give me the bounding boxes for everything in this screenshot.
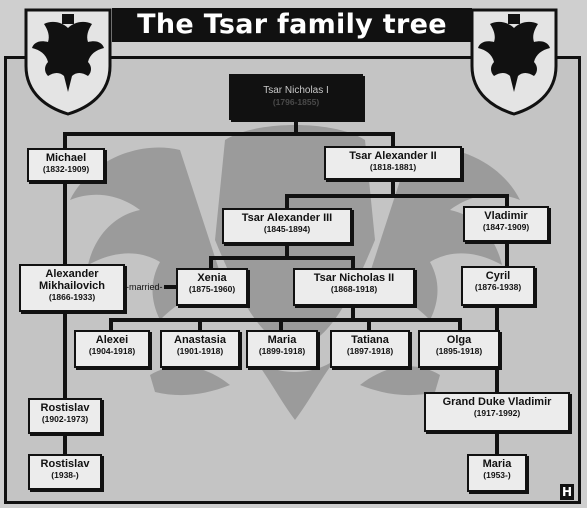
person-node-alexander-3: Tsar Alexander III (1845-1894): [222, 208, 352, 244]
person-name: Tsar Nicholas II: [313, 272, 395, 284]
person-name: Xenia: [197, 272, 227, 284]
person-dates: (1866-1933): [48, 292, 96, 302]
person-node-tatiana: Tatiana (1897-1918): [330, 330, 410, 368]
person-node-grand-duke-vladimir: Grand Duke Vladimir (1917-1992): [424, 392, 570, 432]
person-dates: (1876-1938): [474, 282, 522, 292]
person-node-vladimir: Vladimir (1847-1909): [463, 206, 549, 242]
person-name: Tatiana: [351, 334, 389, 346]
person-dates: (1875-1960): [188, 284, 236, 294]
person-node-olga: Olga (1895-1918): [418, 330, 500, 368]
person-dates: (1938-): [51, 470, 79, 480]
person-node-maria-2: Maria (1953-): [467, 454, 527, 492]
double-headed-eagle-crest-icon: [24, 8, 112, 116]
person-dates: (1902-1973): [41, 414, 89, 424]
double-headed-eagle-crest-icon: [470, 8, 558, 116]
person-name: Alexander Mikhailovich: [38, 268, 106, 292]
person-dates: (1818-1881): [369, 162, 417, 172]
person-name: Rostislav: [40, 458, 90, 470]
person-name: Vladimir: [484, 210, 528, 222]
person-node-alexander-2: Tsar Alexander II (1818-1881): [324, 146, 462, 180]
person-dates: (1868-1918): [330, 284, 378, 294]
person-dates: (1917-1992): [473, 408, 521, 418]
person-name: Maria: [482, 458, 512, 470]
person-dates: (1901-1918): [176, 346, 224, 356]
person-node-nicholas-1: Tsar Nicholas I (1796-1855): [229, 74, 363, 120]
person-dates: (1895-1918): [435, 346, 483, 356]
publisher-logo-icon: H: [560, 484, 574, 500]
person-dates: (1832-1909): [42, 164, 90, 174]
person-name: Michael: [45, 152, 87, 164]
person-name: Maria: [267, 334, 297, 346]
person-node-rostislav-1: Rostislav (1902-1973): [28, 398, 102, 434]
person-name: Olga: [446, 334, 472, 346]
person-name: Tsar Nicholas I: [263, 85, 329, 96]
person-dates: (1953-): [483, 470, 511, 480]
person-name: Anastasia: [174, 334, 226, 346]
page-title: The Tsar family tree: [137, 9, 447, 40]
person-node-xenia: Xenia (1875-1960): [176, 268, 248, 306]
person-name: Grand Duke Vladimir: [442, 396, 552, 408]
person-name: Tsar Alexander III: [241, 212, 333, 224]
person-dates: (1796-1855): [272, 97, 320, 107]
person-dates: (1897-1918): [346, 346, 394, 356]
marriage-label: -married-: [126, 282, 163, 292]
person-node-maria: Maria (1899-1918): [246, 330, 318, 368]
person-dates: (1847-1909): [482, 222, 530, 232]
person-name: Tsar Alexander II: [349, 150, 437, 162]
person-name: Cyril: [485, 270, 511, 282]
title-bar: [112, 8, 472, 42]
person-node-alexei: Alexei (1904-1918): [74, 330, 150, 368]
person-node-rostislav-2: Rostislav (1938-): [28, 454, 102, 490]
person-node-cyril: Cyril (1876-1938): [461, 266, 535, 306]
person-node-alexander-mikhailovich: Alexander Mikhailovich (1866-1933): [19, 264, 125, 312]
person-dates: (1899-1918): [258, 346, 306, 356]
person-name: Rostislav: [40, 402, 90, 414]
person-dates: (1845-1894): [263, 224, 311, 234]
person-name: Alexei: [95, 334, 129, 346]
person-dates: (1904-1918): [88, 346, 136, 356]
person-node-nicholas-2: Tsar Nicholas II (1868-1918): [293, 268, 415, 306]
person-node-michael: Michael (1832-1909): [27, 148, 105, 182]
person-node-anastasia: Anastasia (1901-1918): [160, 330, 240, 368]
